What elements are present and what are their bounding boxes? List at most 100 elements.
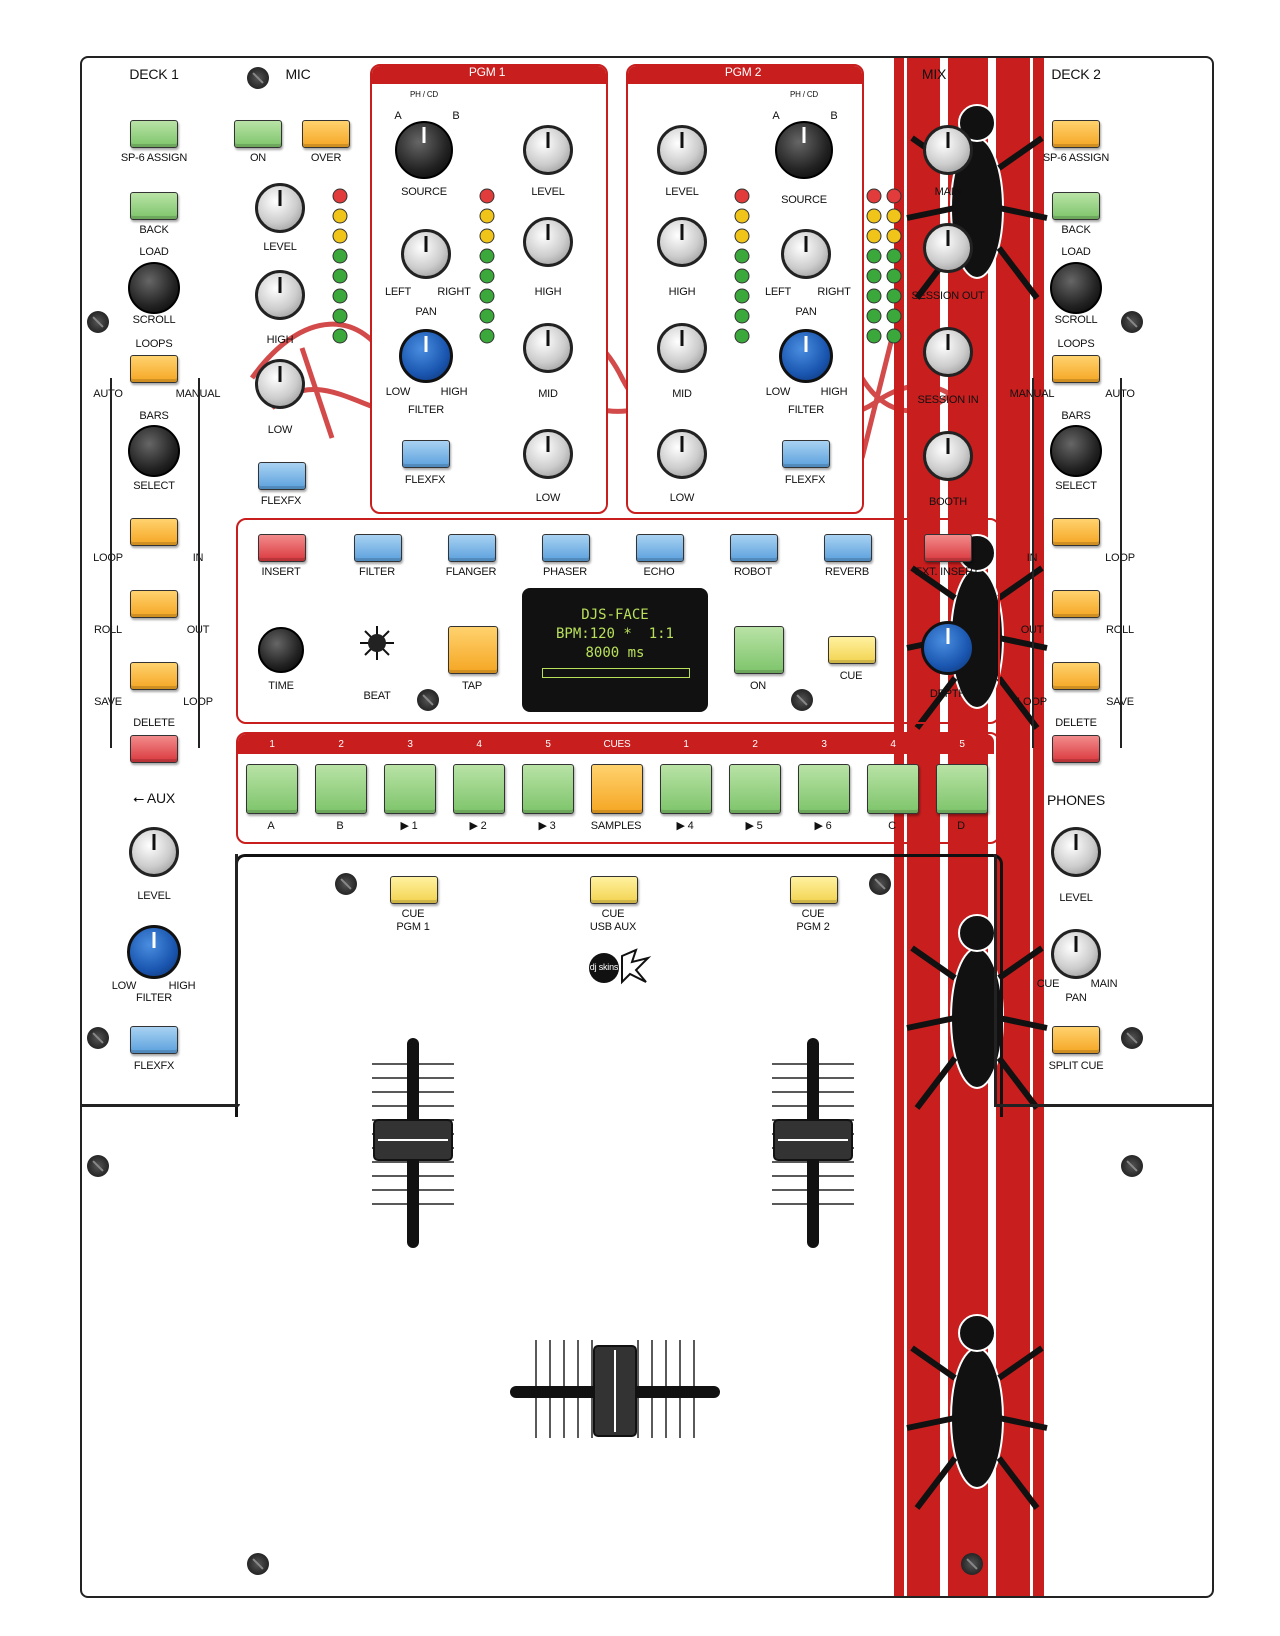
aux-level-label: LEVEL [137,890,171,902]
mic-over-button[interactable] [302,120,350,148]
pad-label-6: SAMPLES [590,820,642,832]
crossfader[interactable] [510,1338,720,1448]
deck1-scroll-encoder[interactable] [128,262,180,314]
aux-flexfx-button[interactable] [130,1026,178,1054]
fx-cue-button[interactable] [828,636,876,664]
pgm2-pan-knob[interactable] [781,229,831,279]
pgm2-level-knob[interactable] [657,125,707,175]
pgm2-filter-knob[interactable] [779,329,833,383]
deck1-sp6-assign-label: SP-6 ASSIGN [120,152,188,164]
mic-meter-led-2 [332,208,348,224]
fx-reverb-button[interactable] [824,534,872,562]
pgm1-filter-label: FILTER [408,404,444,416]
mix-session-in-knob[interactable] [923,327,973,377]
deck2-loop-in-button[interactable] [1052,518,1100,546]
cue-pgm1-button[interactable] [390,876,438,904]
fx-insert-label: INSERT [261,566,301,578]
performance-pad-6[interactable] [591,764,643,814]
performance-pad-5[interactable] [522,764,574,814]
fx-phaser-button[interactable] [542,534,590,562]
fx-time-knob[interactable] [258,627,304,673]
pgm1-mid-knob[interactable] [523,323,573,373]
deck2-roll-out-button[interactable] [1052,590,1100,618]
performance-pad-1[interactable] [246,764,298,814]
fx-filter-button[interactable] [354,534,402,562]
master-meter-l-4 [866,248,882,264]
pgm2-high-knob[interactable] [657,217,707,267]
performance-pad-7[interactable] [660,764,712,814]
pgm1-high-knob[interactable] [523,217,573,267]
deck1-sp6-assign-button[interactable] [130,120,178,148]
deck1-save-loop-button[interactable] [130,662,178,690]
pgm2-mid-knob[interactable] [657,323,707,373]
pgm1-flexfx-button[interactable] [402,440,450,468]
pgm1-pan-knob[interactable] [401,229,451,279]
mic-high-knob[interactable] [255,270,305,320]
mic-level-knob[interactable] [255,183,305,233]
deck2-back-button[interactable] [1052,192,1100,220]
phones-level-knob[interactable] [1051,827,1101,877]
deck2-delete-button[interactable] [1052,735,1100,763]
master-meter-r-2 [886,208,902,224]
aux-filter-knob[interactable] [127,925,181,979]
pgm1-channel-fader[interactable] [368,1038,458,1248]
performance-pad-11[interactable] [936,764,988,814]
mic-flexfx-button[interactable] [258,462,306,490]
master-meter-r-6 [886,288,902,304]
cue-usb-aux-button[interactable] [590,876,638,904]
mic-on-button[interactable] [234,120,282,148]
deck1-roll-out-button[interactable] [130,590,178,618]
deck1-back-button[interactable] [130,192,178,220]
fx-insert-button[interactable] [258,534,306,562]
deck2-scroll-encoder[interactable] [1050,262,1102,314]
fx-display-text: DJS-FACE BPM:120 * 1:1 8000 ms [540,606,690,663]
mix-session-out-knob[interactable] [923,223,973,273]
mic-meter-led-4 [332,248,348,264]
mix-booth-knob[interactable] [923,431,973,481]
pad-header-9: 3 [821,739,827,750]
deck1-select-encoder[interactable] [128,425,180,477]
fx-depth-knob[interactable] [921,621,975,675]
fx-robot-button[interactable] [730,534,778,562]
performance-pad-4[interactable] [453,764,505,814]
phones-pan-knob[interactable] [1051,929,1101,979]
deck1-loops-button[interactable] [130,355,178,383]
fx-flanger-button[interactable] [448,534,496,562]
fx-echo-button[interactable] [636,534,684,562]
aux-high-label: HIGH [168,980,196,992]
pgm2-flexfx-button[interactable] [782,440,830,468]
mic-low-knob[interactable] [255,359,305,409]
split-cue-button[interactable] [1052,1026,1100,1054]
pgm1-level-knob[interactable] [523,125,573,175]
mix-main-knob[interactable] [923,125,973,175]
deck2-sp6-assign-label: SP-6 ASSIGN [1042,152,1110,164]
pgm2-low-knob[interactable] [657,429,707,479]
aux-low-label: LOW [111,980,137,992]
master-meter-r-3 [886,228,902,244]
pgm2-source-selector[interactable] [775,121,833,179]
deck2-sp6-assign-button[interactable] [1052,120,1100,148]
aux-level-knob[interactable] [129,827,179,877]
pgm1-low-knob[interactable] [523,429,573,479]
performance-pad-8[interactable] [729,764,781,814]
pgm1-source-selector[interactable] [395,121,453,179]
fx-ext-insert-button[interactable] [924,534,972,562]
deck2-save-loop-button[interactable] [1052,662,1100,690]
deck1-delete-button[interactable] [130,735,178,763]
cue-pgm2-button[interactable] [790,876,838,904]
deck1-select-label: SELECT [133,480,175,492]
performance-pad-9[interactable] [798,764,850,814]
pgm2-filter-low-label: LOW [765,386,791,398]
performance-pad-10[interactable] [867,764,919,814]
deck1-loop-in-button[interactable] [130,518,178,546]
pgm2-channel-fader[interactable] [768,1038,858,1248]
deck2-loops-button[interactable] [1052,355,1100,383]
performance-pad-2[interactable] [315,764,367,814]
fx-on-button[interactable] [734,626,784,674]
performance-pad-3[interactable] [384,764,436,814]
deck2-title: DECK 2 [1051,66,1101,82]
deck2-select-encoder[interactable] [1050,425,1102,477]
pgm1-filter-knob[interactable] [399,329,453,383]
deck1-loops-label: LOOPS [135,338,173,350]
fx-tap-button[interactable] [448,626,498,674]
